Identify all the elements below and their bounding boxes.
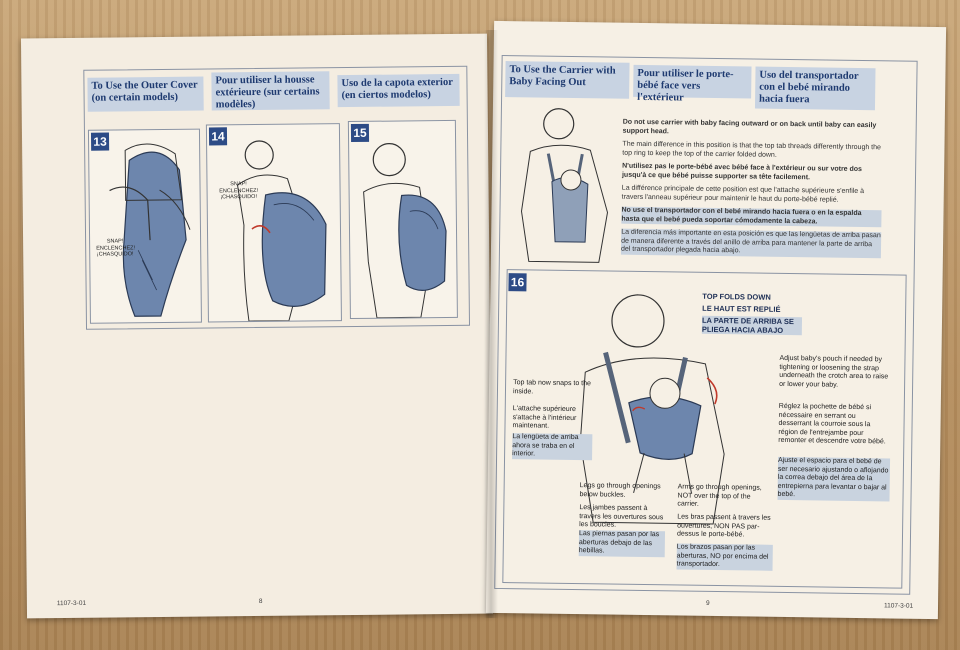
main-en: The main difference in this position is … <box>622 140 881 159</box>
header-en: To Use the Carrier with Baby Facing Out <box>505 61 630 99</box>
right-footer-code: 1107-3-01 <box>883 602 914 610</box>
right-page-number: 9 <box>705 599 710 607</box>
step-13-illustration <box>109 143 191 317</box>
tab-snaps-en: Top tab now snaps to the inside. <box>512 379 591 395</box>
warning-es: No use el transportador con el bebé mira… <box>621 206 882 228</box>
tab-snaps-fr: L'attache supérieure s'attache à l'intér… <box>512 405 577 430</box>
legs-fr: Les jambes passent à travers les ouvertu… <box>579 504 664 529</box>
step-15-number: 15 <box>350 123 370 143</box>
main-es: La diferencia más importante en esta pos… <box>620 228 882 259</box>
left-footer-code: 1107-3-01 <box>56 599 87 608</box>
header-fr: Pour utiliser le porte-bébé face vers l'… <box>633 64 752 104</box>
step-14-snap-label: SNAP! ENCLENCHEZ! ¡CHASQUIDO! <box>219 181 259 201</box>
manual-page-8: To Use the Outer Cover (on certain model… <box>20 33 494 619</box>
header-es: Uso del transportador con el bebé mirand… <box>754 66 876 111</box>
step-15-illustration <box>363 143 447 319</box>
step-14-panel: 14 SNAP! ENCLENCHEZ! ¡CHASQUIDO! <box>205 123 342 323</box>
step-13-snap-label: SNAP! ENCLENCHEZ! ¡CHASQUIDO! <box>96 238 136 258</box>
manual-page-9: To Use the Carrier with Baby Facing Out … <box>485 20 947 620</box>
tab-snaps-es: La lengüeta de arriba ahora se traba en … <box>512 433 593 460</box>
step-13-panel: 13 SNAP! ENCLENCHEZ! ¡CHASQUIDO! <box>87 128 202 324</box>
step-16-illustration <box>579 294 725 525</box>
book-spine-shadow <box>484 30 498 618</box>
step-15-panel: 15 <box>347 119 458 320</box>
step-16-number: 16 <box>508 273 527 292</box>
left-page-number: 8 <box>258 597 263 605</box>
header-en: To Use the Outer Cover (on certain model… <box>87 76 204 112</box>
top-folds-en: TOP FOLDS DOWN <box>702 291 771 302</box>
step-13-number: 13 <box>90 132 110 151</box>
arms-fr: Les bras passent à travers les ouverture… <box>676 513 771 539</box>
main-fr: La différence principale de cette positi… <box>621 184 865 204</box>
arms-en: Arms go through openings, NOT over the t… <box>677 483 762 508</box>
arms-es: Los brazos pasan por las aberturas, NO p… <box>676 543 773 571</box>
header-fr: Pour utiliser la housse extérieure (sur … <box>211 71 330 111</box>
top-folds-es: LA PARTE DE ARRIBA SE PLIEGA HACIA ABAJO <box>701 315 803 336</box>
legs-en: Legs go through openings below buckles. <box>579 482 661 499</box>
warning-fr: N'utilisez pas le porte-bébé avec bébé f… <box>621 162 863 181</box>
adjust-fr: Réglez la pochette de bébé si nécessaire… <box>778 402 886 446</box>
top-folds-fr: LE HAUT EST REPLIÉ <box>702 303 781 314</box>
adjust-en: Adjust baby's pouch if needed by tighten… <box>779 354 889 389</box>
warning-en: Do not use carrier with baby facing outw… <box>622 118 877 135</box>
step-14-number: 14 <box>208 127 228 146</box>
facing-out-illustration <box>520 108 609 263</box>
legs-es: Las piernas pasan por las aberturas deba… <box>578 530 666 557</box>
header-es: Uso de la capota exterior (en ciertos mo… <box>337 73 460 108</box>
adjust-es: Ajuste el espacio para el bebé de ser ne… <box>777 456 891 501</box>
step-14-illustration <box>236 140 327 322</box>
